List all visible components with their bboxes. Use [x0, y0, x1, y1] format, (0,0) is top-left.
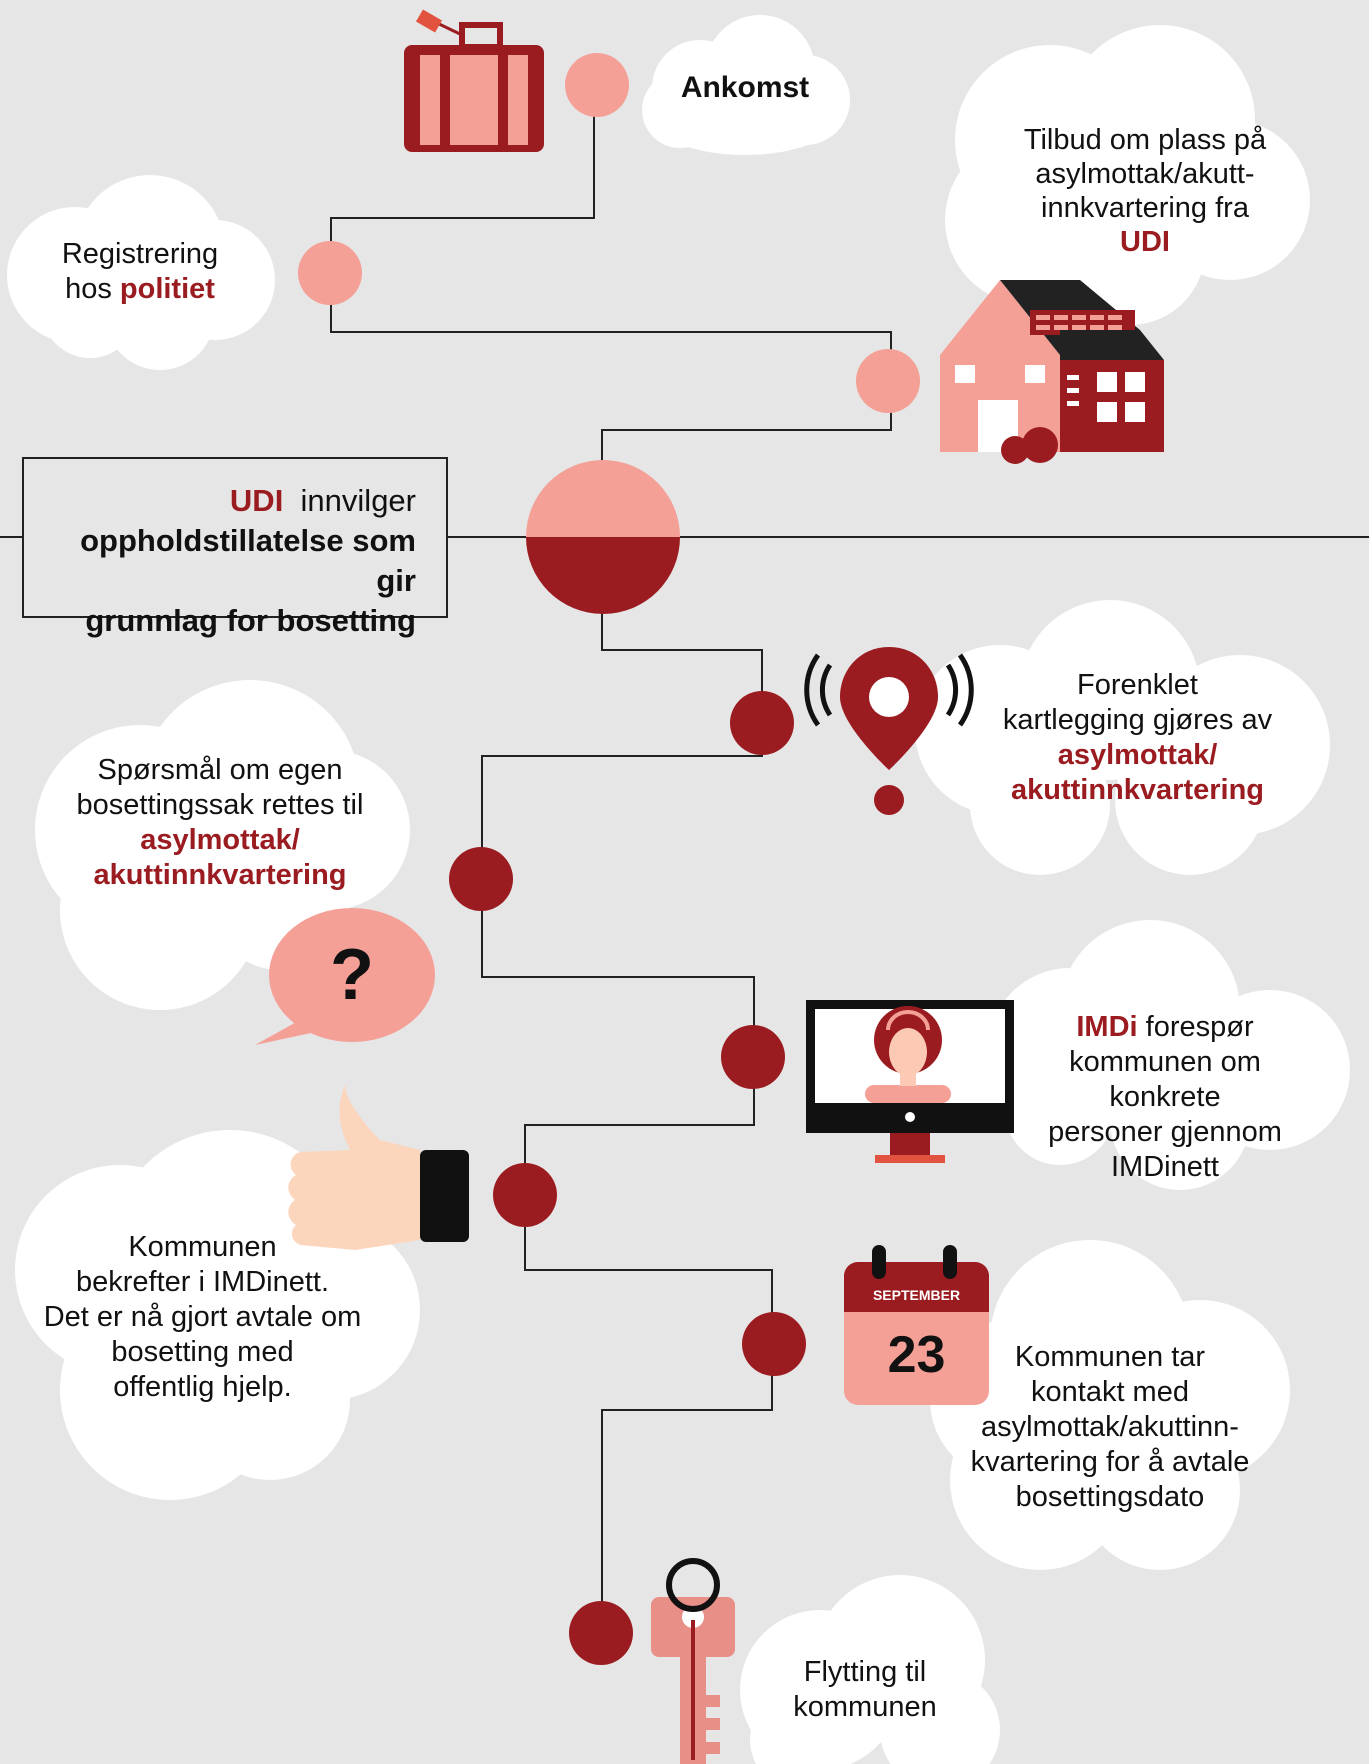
- arrival-label: Ankomst: [680, 71, 810, 104]
- flow-connector: [330, 85, 892, 1654]
- node-mapping: [730, 691, 794, 755]
- monitor-person-icon: [806, 1000, 1014, 1163]
- imdi-text: IMDi forespør kommunen om konkrete perso…: [1048, 1011, 1282, 1183]
- node-arrival: [565, 53, 629, 117]
- thumbs-up-icon: [288, 1085, 469, 1250]
- udi-permit-box: UDI innvilger oppholdstillatelse som gir…: [22, 457, 448, 638]
- questions-text: Spørsmål om egen bosettingssak rettes ti…: [76, 754, 364, 891]
- node-police: [298, 241, 362, 305]
- cloud-imdi: [988, 920, 1350, 1190]
- node-imdi: [721, 1025, 785, 1089]
- node-questions: [449, 847, 513, 911]
- mapping-text: Forenklet kartlegging gjøres av asylmott…: [1002, 669, 1273, 806]
- map-pin-icon: [804, 647, 974, 815]
- node-move: [569, 1601, 633, 1665]
- cloud-questions: [35, 680, 410, 1010]
- node-contact: [742, 1312, 806, 1376]
- police-text: Registrering hos politiet: [61, 238, 219, 305]
- node-udi-offer: [856, 349, 920, 413]
- udi-offer-text: Tilbud om plass på asylmottak/akutt- inn…: [1023, 124, 1267, 258]
- move-text: Flytting til kommunen: [793, 1656, 937, 1723]
- suitcase-icon: [404, 9, 544, 152]
- confirm-text: Kommunen bekrefter i IMDinett. Det er nå…: [43, 1231, 362, 1403]
- contact-text: Kommunen tar kontakt med asylmottak/akut…: [970, 1341, 1250, 1513]
- node-confirm: [493, 1163, 557, 1227]
- cloud-arrival: [642, 15, 850, 155]
- house-icon: [940, 280, 1164, 464]
- node-udi-permit: [526, 460, 680, 614]
- question-mark: ?: [330, 935, 374, 1015]
- cloud-move: [740, 1575, 1000, 1764]
- key-icon: [651, 1558, 735, 1764]
- calendar-day: 23: [887, 1326, 946, 1384]
- speech-bubble-icon: [255, 908, 435, 1045]
- cloud-udi-offer: [945, 25, 1310, 325]
- cloud-police: [7, 175, 275, 370]
- calendar-month: SEPTEMBER: [872, 1287, 961, 1303]
- calendar-icon: [844, 1245, 989, 1405]
